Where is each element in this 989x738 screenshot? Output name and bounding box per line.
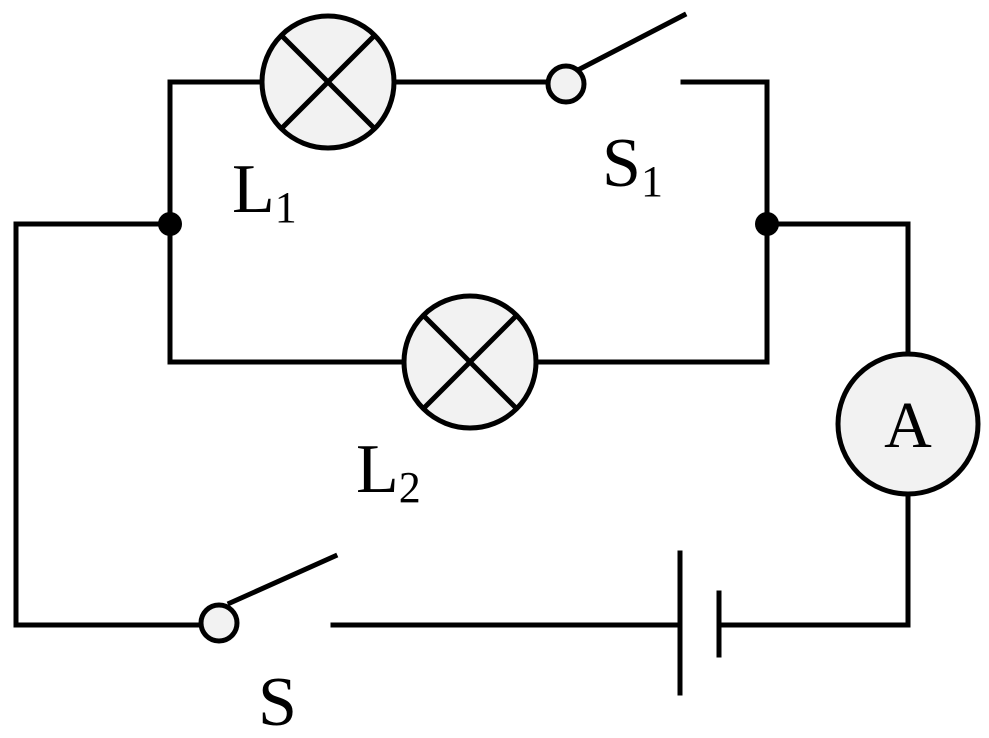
lamp-l2-label: L2 (356, 431, 421, 512)
ammeter: A (835, 351, 981, 497)
wire-top-left (167, 79, 265, 227)
wire-s1-to-right (680, 79, 770, 227)
ammeter-symbol: A (884, 389, 932, 462)
wire-right-to-ammeter (764, 221, 911, 357)
junction-left (158, 212, 182, 236)
switch-s (198, 552, 339, 644)
lamp-l1 (259, 13, 397, 151)
wire-bottom-left (167, 221, 407, 365)
switch-s1-label: S1 (602, 125, 663, 206)
wire-bottom-right (534, 221, 770, 365)
wires (13, 79, 911, 628)
wire-left-outer (13, 221, 203, 628)
switch-s1 (545, 11, 688, 105)
wire-ammeter-to-battery (716, 491, 911, 628)
switch-s-label: S (258, 664, 297, 738)
lamp-l2 (401, 293, 539, 431)
junction-right (755, 212, 779, 236)
lamp-l1-label: L1 (232, 151, 297, 232)
battery (677, 550, 722, 696)
